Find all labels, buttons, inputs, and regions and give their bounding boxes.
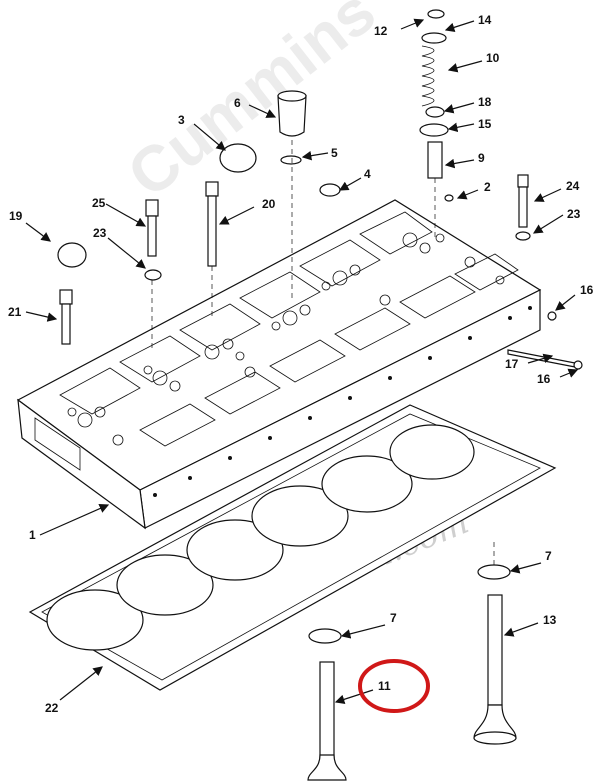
leader-16a xyxy=(555,294,576,311)
callout-21: 21 xyxy=(8,305,22,319)
callout-5: 5 xyxy=(331,146,338,160)
cylinder-head xyxy=(16,199,542,530)
callout-19: 19 xyxy=(9,209,23,223)
leader-6 xyxy=(248,104,277,118)
callout-10: 10 xyxy=(486,51,500,65)
leader-9 xyxy=(444,158,475,169)
intake-valve xyxy=(473,564,517,745)
callout-11: 11 xyxy=(378,679,391,693)
callout-22: 22 xyxy=(45,701,59,715)
leader-15 xyxy=(447,122,475,133)
leader-11 xyxy=(334,689,374,704)
callout-14: 14 xyxy=(478,13,492,27)
callout-2: 2 xyxy=(484,180,491,194)
callout-23-right: 23 xyxy=(567,207,581,221)
leader-2 xyxy=(456,189,479,200)
head-gasket xyxy=(28,404,557,691)
callout-17: 17 xyxy=(505,357,519,371)
leader-5 xyxy=(301,150,329,161)
exhaust-valve xyxy=(307,628,347,781)
leader-23b xyxy=(532,214,564,234)
expansion-plug xyxy=(57,143,341,268)
valve-spring-assembly xyxy=(419,9,454,202)
callout-4: 4 xyxy=(364,167,371,181)
leader-17 xyxy=(527,353,554,364)
leader-7b xyxy=(340,624,386,639)
callout-7-lower: 7 xyxy=(390,611,397,625)
leader-4 xyxy=(338,177,362,191)
callout-18: 18 xyxy=(478,95,492,109)
callout-13: 13 xyxy=(543,613,557,627)
callout-23-left: 23 xyxy=(93,226,107,240)
leader-16b xyxy=(559,368,579,378)
leader-14 xyxy=(444,20,475,32)
callout-3: 3 xyxy=(178,113,185,127)
leader-19 xyxy=(25,222,51,242)
leader-20 xyxy=(218,206,255,225)
callout-20: 20 xyxy=(262,197,276,211)
leader-21 xyxy=(25,311,58,322)
leader-3 xyxy=(193,123,226,151)
leader-22 xyxy=(59,666,103,701)
head-bolts xyxy=(59,174,583,370)
leader-10 xyxy=(447,60,483,73)
leader-1 xyxy=(39,503,110,536)
highlight-circle xyxy=(358,659,430,713)
callout-1: 1 xyxy=(29,528,36,542)
callout-7-upper: 7 xyxy=(545,549,552,563)
leader-23a xyxy=(107,237,146,269)
callout-24: 24 xyxy=(566,179,580,193)
leader-12 xyxy=(400,18,425,30)
leader-13 xyxy=(503,622,539,637)
injector-sleeve xyxy=(277,90,307,165)
callout-15: 15 xyxy=(478,117,492,131)
callout-25: 25 xyxy=(92,196,106,210)
callout-12: 12 xyxy=(374,24,388,38)
leader-18 xyxy=(443,102,475,114)
leader-24 xyxy=(533,188,562,202)
leader-7a xyxy=(509,562,542,574)
callout-16-lower: 16 xyxy=(537,372,551,386)
leader-25 xyxy=(105,203,147,227)
callout-6: 6 xyxy=(234,96,241,110)
callout-9: 9 xyxy=(478,151,485,165)
callout-16-upper: 16 xyxy=(580,283,594,297)
